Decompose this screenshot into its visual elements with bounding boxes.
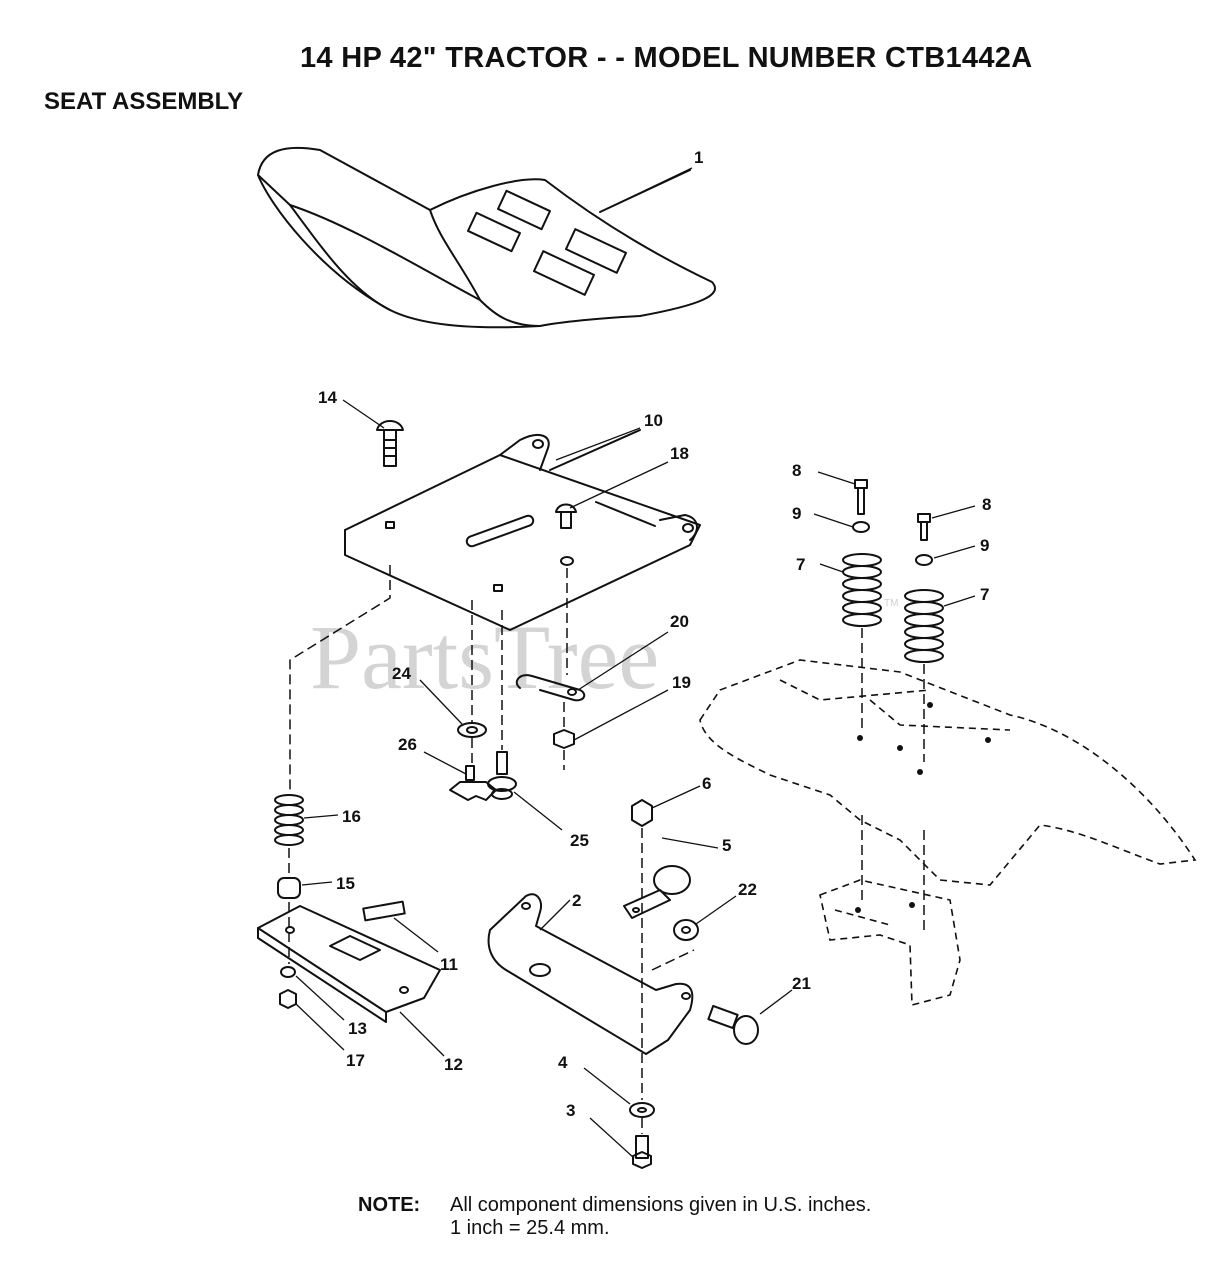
callout-16: 16 — [342, 807, 361, 826]
callout-20: 20 — [670, 612, 689, 631]
flat-washer-part[interactable] — [629, 1102, 655, 1118]
callout-2: 2 — [572, 891, 581, 910]
dimension-note: NOTE: All component dimensions given in U… — [358, 1194, 871, 1240]
callout-5: 5 — [722, 836, 731, 855]
spacer-part[interactable] — [277, 877, 301, 899]
callout-25: 25 — [570, 831, 589, 850]
callout-10: 10 — [644, 411, 663, 430]
callout-11: 11 — [440, 955, 458, 974]
leader-lines — [295, 167, 976, 1159]
seat-bracket-part[interactable] — [487, 893, 694, 1055]
callout-26: 26 — [398, 735, 417, 754]
spring-bolt-right-part[interactable] — [917, 513, 931, 541]
callout-21: 21 — [792, 974, 811, 993]
tractor-frame-reference — [699, 659, 1197, 1007]
callout-12: 12 — [444, 1055, 463, 1074]
callout-13: 13 — [348, 1019, 367, 1038]
watermark: PartsTree — [310, 606, 659, 708]
screw-part[interactable] — [555, 503, 577, 529]
knob-part[interactable] — [449, 765, 497, 801]
washer-small-part[interactable] — [280, 966, 296, 978]
seat-spring-right-part[interactable] — [904, 589, 944, 663]
hex-bolt-part[interactable] — [632, 1135, 652, 1169]
alignment-lines — [288, 565, 925, 1134]
callout-24: 24 — [392, 664, 411, 683]
flange-nut-part[interactable] — [673, 919, 699, 941]
callout-15: 15 — [336, 874, 355, 893]
callout-1: 1 — [694, 148, 703, 167]
callout-numbers: 1 2 3 4 5 6 7 7 8 8 9 9 10 11 12 13 14 1… — [318, 148, 991, 1120]
carriage-bolt-part[interactable] — [376, 420, 404, 467]
spring-washer-right-part[interactable] — [915, 554, 933, 566]
callout-22: 22 — [738, 880, 757, 899]
page-title: 14 HP 42" TRACTOR - - MODEL NUMBER CTB14… — [300, 42, 1033, 74]
callout-8-right: 8 — [982, 495, 991, 514]
strip-part[interactable] — [362, 900, 406, 922]
callout-17: 17 — [346, 1051, 365, 1070]
hex-nut-part[interactable] — [631, 799, 653, 827]
seat-part[interactable] — [257, 146, 716, 329]
callout-7-right: 7 — [980, 585, 989, 604]
callout-9-left: 9 — [792, 504, 801, 523]
nut-part[interactable] — [553, 729, 575, 749]
note-line2: 1 inch = 25.4 mm. — [450, 1217, 610, 1239]
callout-3: 3 — [566, 1101, 575, 1120]
spring-part[interactable] — [274, 794, 304, 846]
lock-nut-part[interactable] — [279, 989, 297, 1009]
callout-19: 19 — [672, 673, 691, 692]
cable-clamp-part[interactable] — [623, 865, 691, 919]
watermark-trademark: TM — [884, 598, 898, 609]
frame-holes — [855, 702, 991, 913]
seat-spring-left-part[interactable] — [842, 553, 882, 627]
callout-6: 6 — [702, 774, 711, 793]
callout-7-left: 7 — [796, 555, 805, 574]
callout-18: 18 — [670, 444, 689, 463]
washer-part[interactable] — [457, 722, 487, 738]
pivot-bolt-part[interactable] — [707, 1004, 759, 1045]
callout-8-left: 8 — [792, 461, 801, 480]
note-line1: All component dimensions given in U.S. i… — [450, 1194, 872, 1216]
spring-bolt-left-part[interactable] — [854, 479, 868, 515]
slide-bracket-part[interactable] — [257, 905, 441, 1023]
shoulder-bolt-part[interactable] — [487, 751, 517, 800]
note-label: NOTE: — [358, 1194, 421, 1216]
spring-washer-left-part[interactable] — [852, 521, 870, 533]
callout-9-right: 9 — [980, 536, 989, 555]
callout-14: 14 — [318, 388, 337, 407]
clip-part[interactable] — [515, 674, 586, 702]
section-title: SEAT ASSEMBLY — [44, 88, 244, 115]
seat-pan-part[interactable] — [344, 429, 701, 631]
callout-4: 4 — [558, 1053, 568, 1072]
